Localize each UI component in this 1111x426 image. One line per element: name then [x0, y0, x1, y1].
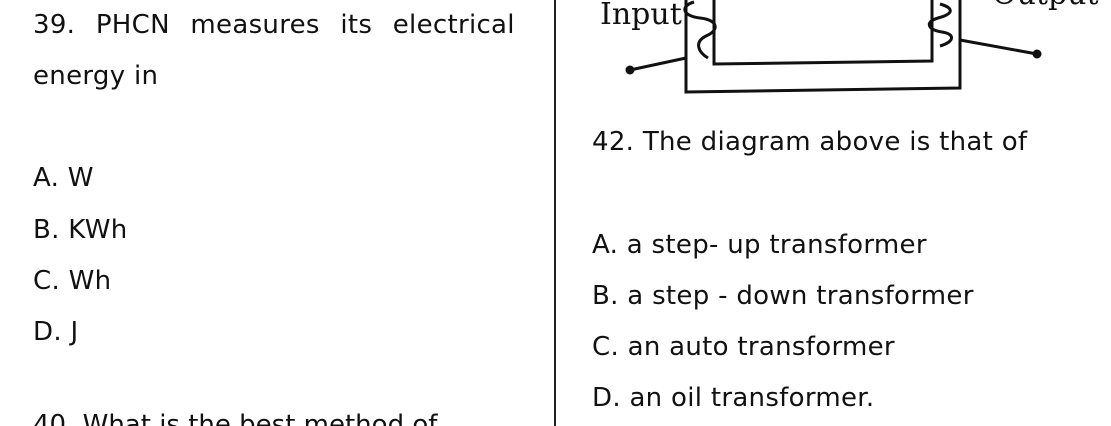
question-39-text-line2: energy in [33, 61, 159, 91]
question-39-text-line1: 39. PHCN measures its electrical [33, 10, 515, 40]
input-terminal [625, 65, 635, 75]
q42-option-c: C. an auto transformer [592, 332, 895, 362]
secondary-coil [927, 2, 953, 48]
question-40-text: 40. What is the best method of [33, 410, 438, 426]
q42-option-b: B. a step - down transformer [592, 281, 974, 311]
core-outer-outline [684, 0, 962, 94]
transformer-diagram: Input Output [600, 0, 1099, 94]
question-40-partial: 40. What is the best method of [33, 408, 553, 426]
q42-option-a: A. a step- up transformer [592, 230, 927, 260]
output-terminal [1032, 49, 1042, 59]
primary-coil [683, 0, 717, 60]
q39-option-c: C. Wh [33, 266, 112, 296]
q39-option-d: D. J [33, 317, 79, 347]
input-label: Input [600, 0, 682, 32]
output-label: Output [992, 0, 1099, 12]
question-42-text: 42. The diagram above is that of [592, 127, 1028, 157]
output-lead [959, 38, 1038, 56]
q42-option-d: D. an oil transformer. [592, 383, 875, 413]
core-inner-outline [712, 0, 934, 66]
input-lead [629, 56, 687, 72]
q39-option-a: A. W [33, 163, 94, 193]
q39-option-b: B. KWh [33, 215, 128, 245]
column-divider [554, 0, 556, 426]
